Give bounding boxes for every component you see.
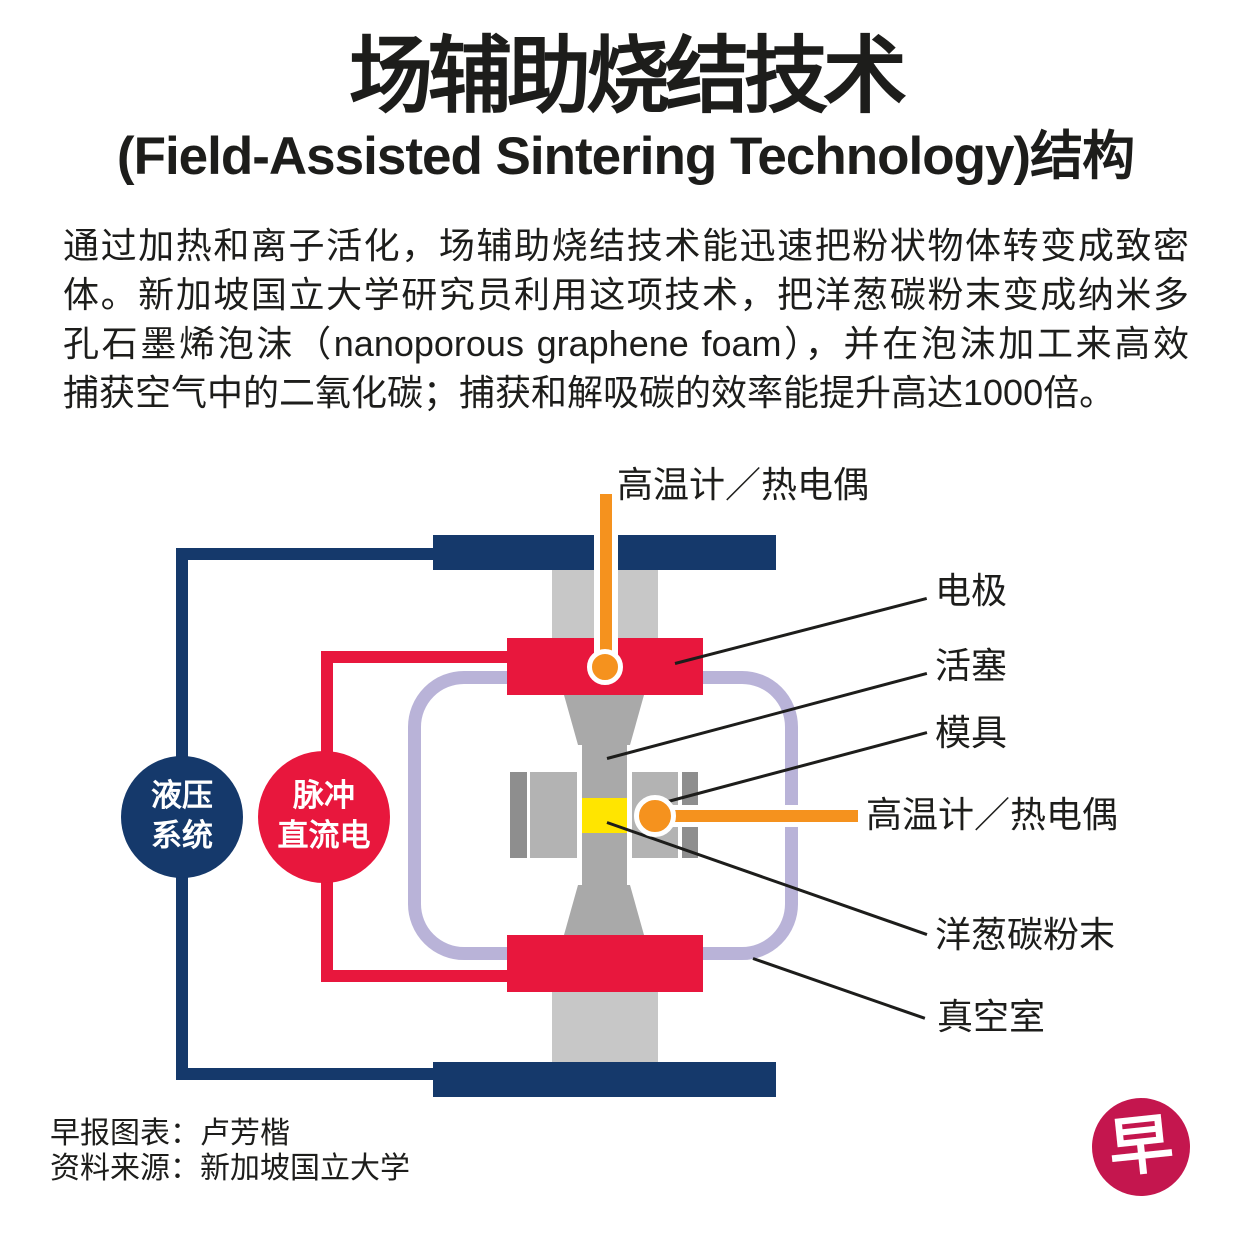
pulsed-dc-badge: 脉冲 直流电 (258, 751, 390, 883)
press-platen-bottom (433, 1062, 776, 1097)
piston-adapter-bottom (564, 885, 644, 935)
pyrometer-top-dot-icon (587, 649, 623, 685)
hydraulic-system-text: 液压 系统 (121, 756, 243, 856)
pulsed-dc-line2: 直流电 (277, 818, 371, 853)
pulsed-dc-text: 脉冲 直流电 (258, 751, 390, 856)
die-plate-left (510, 772, 527, 858)
intro-paragraph: 通过加热和离子活化，场辅助烧结技术能迅速把粉状物体转变成致密 体。新加坡国立大学… (63, 221, 1189, 417)
label-piston: 活塞 (935, 645, 1008, 686)
logo-glyph: 早 (1105, 1106, 1177, 1186)
pyrometer-top-line (600, 494, 612, 660)
intro-line: 体。新加坡国立大学研究员利用这项技术，把洋葱碳粉末变成纳米多 (63, 274, 1189, 315)
pyrometer-side-line (655, 810, 858, 822)
leader-line-electrode (674, 596, 928, 665)
piston-adapter-top (564, 695, 644, 745)
hydraulic-circuit-bottom-line (176, 1068, 434, 1080)
label-die: 模具 (935, 712, 1008, 753)
label-electrode: 电极 (935, 570, 1008, 611)
leader-line-vacuum (752, 957, 926, 1020)
dc-circuit-top-line (321, 651, 508, 663)
hydraulic-system-line1: 液压 (151, 778, 213, 813)
label-onion-carbon-powder: 洋葱碳粉末 (935, 914, 1116, 955)
hydraulic-system-badge: 液压 系统 (121, 756, 243, 878)
intro-line: 孔石墨烯泡沫（nanoporous graphene foam），并在泡沫加工来… (63, 323, 1189, 364)
label-vacuum-chamber: 真空室 (937, 996, 1046, 1037)
hydraulic-system-line2: 系统 (151, 818, 213, 853)
ram-bottom (552, 992, 658, 1062)
intro-line: 捕获空气中的二氧化碳；捕获和解吸碳的效率能提升高达1000倍。 (63, 372, 1116, 413)
source-line: 资料来源：新加坡国立大学 (50, 1152, 410, 1185)
die-block-left (530, 772, 577, 858)
label-pyrometer-top: 高温计／热电偶 (617, 464, 870, 505)
credit-line: 早报图表：卢芳楷 (50, 1117, 290, 1150)
page-title: 场辅助烧结技术 (348, 29, 907, 123)
label-pyrometer-side: 高温计／热电偶 (866, 794, 1119, 835)
hydraulic-circuit-top-line (176, 548, 434, 560)
intro-line: 通过加热和离子活化，场辅助烧结技术能迅速把粉状物体转变成致密 (63, 225, 1189, 266)
pulsed-dc-line1: 脉冲 (293, 778, 355, 813)
pyrometer-side-dot-icon (634, 795, 676, 837)
dc-circuit-bottom-line (321, 970, 508, 982)
zaobao-logo-icon: 早 (1092, 1098, 1190, 1196)
page-subtitle: (Field-Assisted Sintering Technology)结构 (116, 127, 1135, 186)
electrode-bottom (507, 935, 703, 992)
